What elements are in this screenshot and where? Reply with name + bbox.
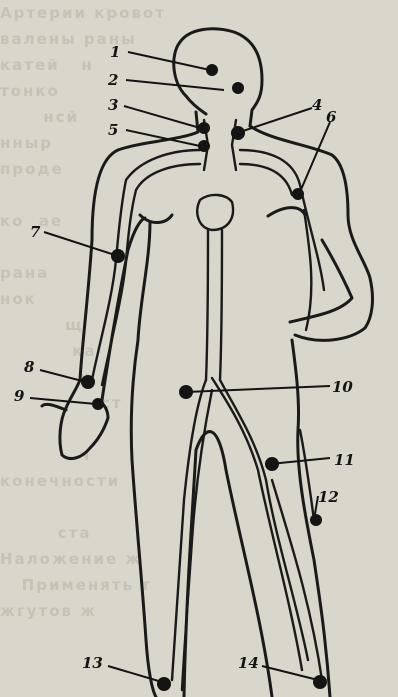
leader-3 [124, 106, 200, 128]
point-8 [81, 375, 95, 389]
arteries [92, 120, 324, 690]
point-14 [313, 675, 327, 689]
head-outline [174, 29, 262, 126]
point-2 [232, 82, 244, 94]
leader-6 [300, 122, 330, 192]
right-femoral-outer [212, 378, 302, 670]
right-subclavian-inner [240, 164, 292, 195]
point-11 [265, 457, 279, 471]
point-5 [198, 140, 210, 152]
aorta-left [206, 230, 208, 380]
left-subclavian-inner [126, 164, 200, 260]
label-13: 13 [82, 654, 103, 672]
point-9 [92, 398, 104, 410]
right-thigh-line [300, 430, 314, 520]
leader-2 [126, 80, 224, 90]
point-7 [111, 249, 125, 263]
right-tibial [272, 480, 322, 680]
leader-13 [108, 666, 162, 682]
point-10 [179, 385, 193, 399]
point-6 [292, 188, 304, 200]
left-torso [131, 222, 156, 697]
point-4 [231, 126, 245, 140]
right-arm-inner [268, 208, 305, 216]
point-12 [310, 514, 322, 526]
label-3: 3 [108, 96, 118, 114]
right-elbow-inner [290, 240, 352, 322]
label-8: 8 [24, 358, 35, 376]
left-brachial-outer [92, 260, 116, 380]
label-6: 6 [326, 108, 337, 126]
pressure-points [81, 64, 327, 691]
left-femoral-outer [172, 380, 206, 680]
label-1: 1 [110, 43, 120, 61]
label-9: 9 [14, 387, 25, 405]
label-4: 4 [312, 96, 322, 114]
point-3 [198, 122, 210, 134]
left-arm-outer [66, 150, 118, 408]
leader-7 [44, 232, 118, 256]
leader-1 [128, 52, 210, 70]
aorta-right [220, 230, 222, 380]
leader-9 [30, 398, 96, 404]
label-14: 14 [238, 654, 259, 672]
heart [197, 195, 233, 230]
leader-10 [186, 386, 330, 392]
point-13 [157, 677, 171, 691]
point-1 [206, 64, 218, 76]
chest-left [140, 215, 172, 223]
label-11: 11 [334, 451, 355, 469]
right-femoral-inner [220, 380, 308, 660]
label-7: 7 [30, 223, 41, 241]
label-12: 12 [318, 488, 339, 506]
label-10: 10 [332, 378, 353, 396]
left-thumb [42, 404, 66, 410]
label-5: 5 [108, 121, 118, 139]
label-2: 2 [107, 71, 118, 89]
